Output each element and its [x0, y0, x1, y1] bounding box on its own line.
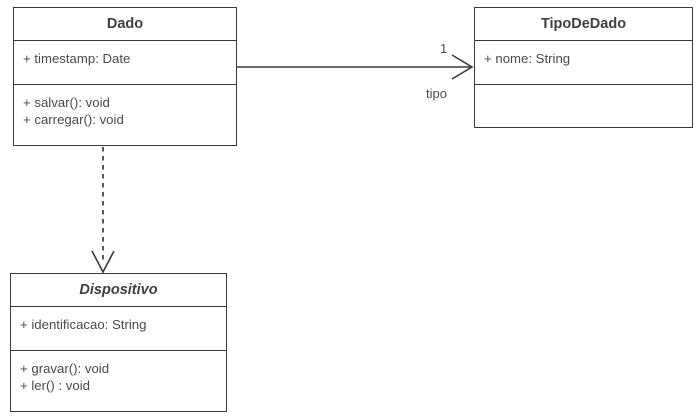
- class-title-tipodedado: TipoDeDado: [540, 15, 627, 32]
- class-title-dado: Dado: [106, 15, 144, 32]
- association-multiplicity-label: 1: [440, 41, 448, 56]
- class-title-dispositivo: Dispositivo: [79, 281, 158, 298]
- attribute-list-dispositivo: + identificacao: String: [11, 307, 226, 350]
- method-list-dado: + salvar(): void + carregar(): void: [14, 85, 236, 145]
- class-box-dado[interactable]: Dado + timestamp: Date + salvar(): void …: [13, 7, 237, 146]
- method-list-dispositivo: + gravar(): void + ler() : void: [11, 351, 226, 411]
- class-name-compartment-tipodedado: TipoDeDado: [475, 8, 692, 41]
- class-attributes-compartment-dado: + timestamp: Date: [14, 41, 236, 85]
- method-row: + carregar(): void: [23, 112, 124, 127]
- class-box-tipodedado[interactable]: TipoDeDado + nome: String: [474, 7, 693, 128]
- attribute-list-tipodedado: + nome: String: [475, 41, 692, 84]
- dependency-open-arrowhead: [91, 250, 115, 274]
- attribute-list-dado: + timestamp: Date: [14, 41, 236, 84]
- association-role-label: tipo: [426, 86, 447, 101]
- method-row: + gravar(): void: [20, 361, 110, 376]
- class-attributes-compartment-tipodedado: + nome: String: [475, 41, 692, 85]
- method-list-tipodedado: [475, 85, 692, 127]
- class-methods-compartment-dado: + salvar(): void + carregar(): void: [14, 85, 236, 145]
- attribute-row: + nome: String: [484, 51, 571, 66]
- class-box-dispositivo[interactable]: Dispositivo + identificacao: String + gr…: [10, 273, 227, 412]
- method-row: + salvar(): void: [23, 95, 110, 110]
- class-methods-compartment-tipodedado: [475, 85, 692, 127]
- class-methods-compartment-dispositivo: + gravar(): void + ler() : void: [11, 351, 226, 411]
- class-name-compartment-dado: Dado: [14, 8, 236, 41]
- association-open-arrowhead: [451, 54, 474, 80]
- method-row: + ler() : void: [20, 378, 90, 393]
- attribute-row: + timestamp: Date: [23, 51, 131, 66]
- dependency-dado-dispositivo[interactable]: [91, 147, 115, 274]
- class-attributes-compartment-dispositivo: + identificacao: String: [11, 307, 226, 351]
- attribute-row: + identificacao: String: [20, 317, 147, 332]
- class-name-compartment-dispositivo: Dispositivo: [11, 274, 226, 307]
- association-dado-tipodedado[interactable]: [237, 54, 474, 80]
